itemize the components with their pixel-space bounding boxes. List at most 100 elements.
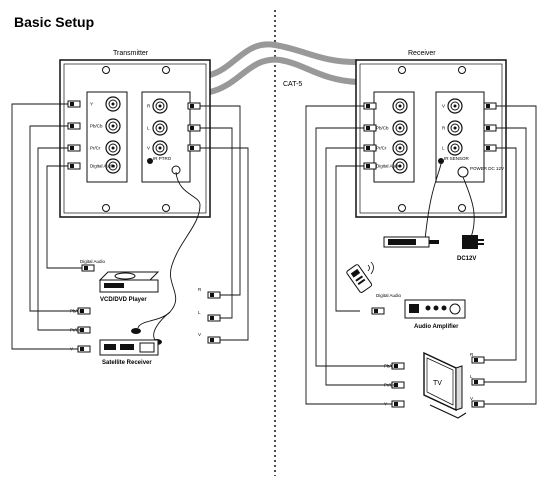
rx-rjack-1-label: R — [442, 126, 446, 131]
rx-rca-plug-0 — [471, 356, 485, 364]
rx-jack-3: Digital Audio — [376, 158, 408, 174]
receiver-wires — [305, 105, 537, 405]
rx-jack-1: Pb/Cb — [376, 120, 408, 136]
tx-rjack-2: V — [147, 140, 168, 156]
rx-rca-tag-2: V — [470, 396, 473, 401]
tx-plug-left-0 — [67, 100, 81, 108]
satellite-receiver — [99, 339, 159, 356]
tx-rca-plug-2 — [207, 336, 221, 344]
tx-jack-1: Pb/Cb — [90, 118, 121, 134]
rx-plug-right-0 — [483, 102, 497, 110]
transmitter-wires — [11, 103, 249, 350]
rx-rca-tag-0: R — [470, 352, 474, 357]
vcd-label: VCD/DVD Player — [100, 297, 147, 303]
vcd-dvd-player — [98, 271, 160, 293]
receiver-label: Receiver — [408, 50, 436, 57]
rx-rjack-0: V — [442, 98, 463, 114]
rx-rca-plug-1 — [471, 378, 485, 386]
tx-rca-plug-1 — [207, 314, 221, 322]
tx-digital-audio-label: Digital Audio — [80, 259, 106, 264]
rx-rjack-2: L — [442, 140, 463, 156]
tx-rca-plug-0 — [207, 291, 221, 299]
rx-dev-plug-digital — [371, 307, 385, 315]
power-adapter-icon — [462, 235, 484, 249]
rx-dev-plug-1 — [391, 381, 405, 389]
rx-plug-left-0 — [363, 102, 377, 110]
tx-plug-left-2 — [67, 144, 81, 152]
rx-jack-0 — [392, 98, 408, 114]
transmitter-plate — [59, 59, 211, 218]
receiver-plate — [355, 59, 507, 218]
tx-jack-0: Y — [90, 96, 121, 112]
receiver-power-port — [457, 166, 469, 178]
rx-dev-plug-0 — [391, 362, 405, 370]
power-label: DC12V — [457, 256, 476, 262]
receiver-ir-jack — [438, 158, 444, 164]
rx-plug-left-3 — [363, 162, 377, 170]
tx-rjack-1: L — [147, 120, 168, 136]
tx-dev-plug-1 — [77, 326, 91, 334]
rx-rjack-2-label: L — [442, 146, 445, 151]
tx-dev-tag-2: Y — [70, 347, 73, 352]
tx-rjack-1-label: L — [147, 126, 150, 131]
tx-rca-tag-2: V — [198, 332, 201, 337]
transmitter-label: Transmitter — [113, 50, 149, 57]
rx-jack-3-label: Digital Audio — [376, 164, 402, 169]
receiver-ir-label: IR SENSOR — [444, 156, 470, 161]
tx-rjack-0: R — [147, 98, 168, 114]
rx-jack-2-label: Pr/Cr — [376, 146, 387, 151]
tx-dev-tag-0: Pb/Cb — [70, 309, 83, 314]
transmitter-ir-jack — [147, 158, 153, 164]
cat5-cable — [209, 41, 358, 95]
tx-rca-tag-0: R — [198, 287, 202, 292]
audio-amplifier — [404, 299, 466, 319]
rx-digital-audio-label: Digital Audio — [376, 293, 402, 298]
rx-plug-right-2 — [483, 144, 497, 152]
tx-dev-plug-0 — [77, 307, 91, 315]
transmitter-right-jacks: R L V — [147, 98, 201, 156]
tx-jack-3-label: Digital Audio — [90, 164, 116, 169]
cable-label: CAT-5 — [283, 81, 302, 88]
tx-jack-2: Pr/Cr — [90, 140, 121, 156]
rx-jack-1-label: Pb/Cb — [376, 126, 389, 131]
satellite-label: Satellite Receiver — [102, 360, 152, 366]
diagram-title: Basic Setup — [14, 14, 94, 30]
rx-rjack-0-label: V — [442, 104, 445, 109]
rx-dev-tag-2: Y — [384, 402, 387, 407]
tx-plug-left-1 — [67, 122, 81, 130]
transmitter-ir-label: IR PTRO — [153, 156, 172, 161]
tx-jack-0-label: Y — [90, 102, 93, 107]
tx-dev-plug-digital — [81, 264, 95, 272]
rx-dev-tag-0: Pb/Cb — [384, 364, 397, 369]
receiver-right-jacks: V R L — [442, 98, 497, 156]
rx-rca-tag-1: L — [470, 374, 473, 379]
rx-rjack-1: R — [442, 120, 463, 136]
rx-rca-plug-2 — [471, 400, 485, 408]
tx-rjack-2-label: V — [147, 146, 150, 151]
tx-rjack-0-label: R — [147, 104, 151, 109]
tx-jack-2-label: Pr/Cr — [90, 146, 101, 151]
tx-plug-right-1 — [187, 124, 201, 132]
rx-jack-2: Pr/Cr — [376, 140, 408, 156]
tx-plug-right-2 — [187, 144, 201, 152]
rx-dev-plug-2 — [391, 400, 405, 408]
tv-label: TV — [433, 380, 442, 387]
tx-jack-1-label: Pb/Cb — [90, 124, 103, 129]
rx-plug-right-1 — [483, 124, 497, 132]
remote-control-icon — [346, 261, 374, 293]
tx-plug-left-3 — [67, 162, 81, 170]
tx-jack-3: Digital Audio — [90, 158, 121, 174]
rx-plug-left-2 — [363, 144, 377, 152]
rx-plug-left-1 — [363, 124, 377, 132]
tx-dev-tag-1: Pr/Cr — [70, 328, 81, 333]
tx-rca-tag-1: L — [198, 310, 201, 315]
rx-dev-tag-1: Pr/Cr — [384, 383, 395, 388]
amplifier-label: Audio Amplifier — [414, 324, 459, 330]
tx-dev-plug-2 — [77, 345, 91, 353]
receiver-power-label: POWER DC 12V — [470, 166, 504, 171]
tv-icon — [423, 351, 467, 419]
tx-plug-right-0 — [187, 102, 201, 110]
